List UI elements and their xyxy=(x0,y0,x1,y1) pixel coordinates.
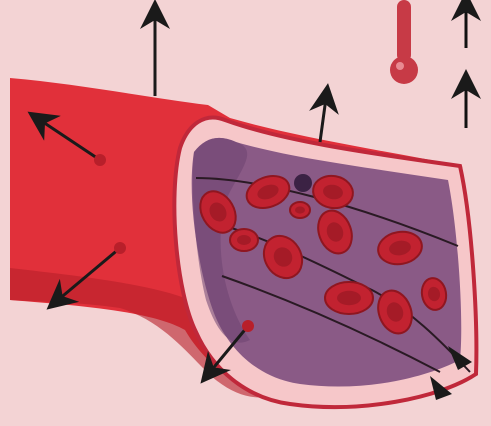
white-blood-cell xyxy=(294,174,312,192)
red-blood-cell xyxy=(230,229,258,251)
red-blood-cell xyxy=(325,282,373,314)
red-blood-cell xyxy=(290,202,310,218)
